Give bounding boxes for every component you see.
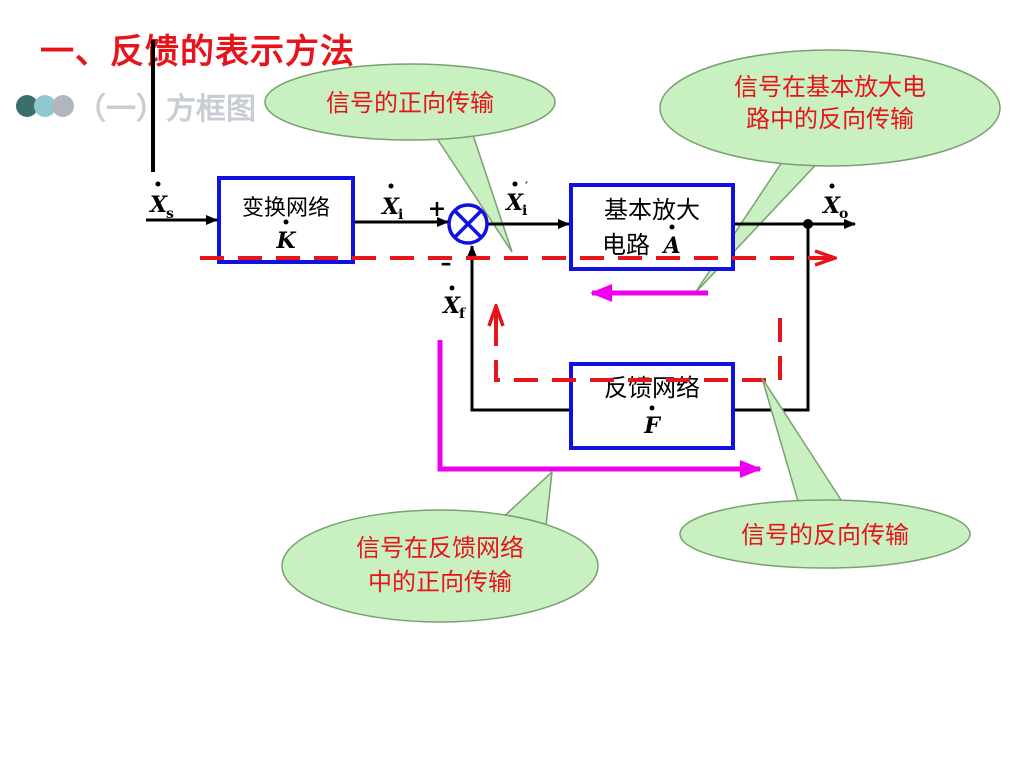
label-xi: X i [380,183,403,223]
bullet-dot-icon [52,95,74,117]
svg-text:f: f [459,306,466,322]
feedback-forward-magenta-arrow [437,340,762,478]
transform-network-label: 变换网络 [242,196,330,221]
callout-fb-forward: 信号在反馈网络 中的正向传输 [281,470,599,623]
callout-fb-forward-line2: 中的正向传输 [368,568,512,596]
svg-text:i: i [398,207,403,223]
bullet-dot-icon [16,95,38,117]
svg-text:X: X [380,194,400,220]
callout-amp-reverse-line2: 路中的反向传输 [746,105,914,133]
svg-text:o: o [839,206,848,222]
label-xs: X s [148,181,174,222]
subtitle-text: （一）方框图 [76,92,256,127]
summing-junction [447,203,489,245]
callout-amp-reverse: 信号在基本放大电 路中的反向传输 [659,49,1001,294]
minus-sign: – [441,250,452,276]
svg-text:X: X [504,190,524,216]
amplifier-block [569,183,735,271]
amplifier-symbol-a: A [661,233,680,259]
feedback-return-line [467,245,569,412]
label-xo: X o [821,183,848,222]
svg-text:s: s [166,206,174,222]
svg-text:X: X [821,193,841,219]
label-xi-prime: X i ′ [504,180,528,219]
callout-fb-forward-line1: 信号在反馈网络 [356,534,524,562]
callout-reverse-text: 信号的反向传输 [741,521,909,549]
feedback-symbol-f: F [643,413,661,439]
phasor-dot [649,405,655,411]
bullet-dot-icon [34,95,56,117]
svg-text:i: i [522,203,527,219]
callout-amp-reverse-line1: 信号在基本放大电 [734,73,926,101]
feedback-take-off-line [735,224,810,412]
amplifier-label-line1: 基本放大 [604,196,700,224]
callout-forward: 信号的正向传输 [264,63,556,253]
plus-sign: + [428,196,446,222]
reverse-loop-dashed-line [494,316,782,382]
callout-forward-text: 信号的正向传输 [326,89,494,117]
callout-reverse: 信号的反向传输 [679,377,971,569]
page-title: 一、反馈的表示方法 [40,32,355,72]
label-xf: X f [441,285,466,322]
svg-text:X: X [441,293,461,319]
junction-node [803,219,813,229]
phasor-dot [283,219,289,225]
section-subtitle: （一）方框图 [16,84,256,128]
amplifier-label-line2: 电路 [602,231,650,259]
phasor-dot [669,224,675,230]
svg-text:′: ′ [525,180,528,196]
svg-text:X: X [148,192,168,218]
transform-symbol-k: K [275,228,296,254]
